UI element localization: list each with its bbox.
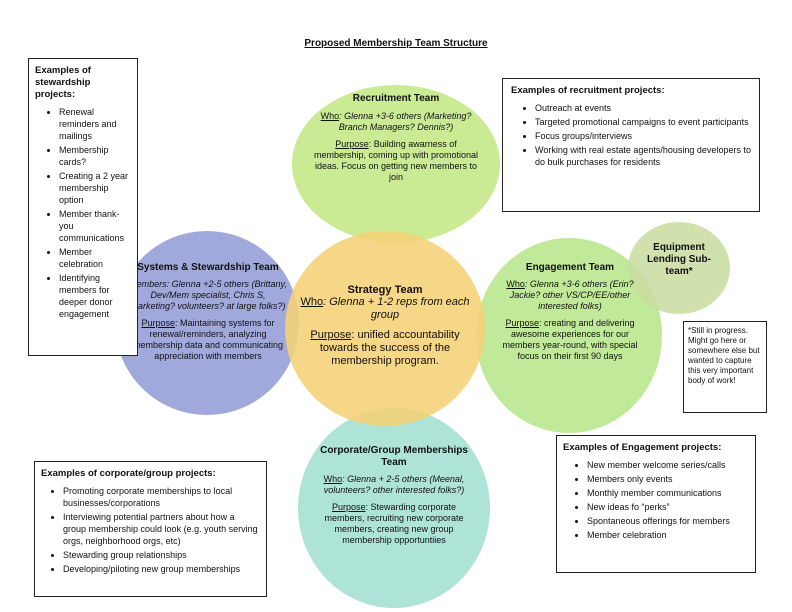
recruitment-who-text: : Glenna +3-6 others (Marketing? Branch … — [338, 111, 472, 132]
strategy-team-text: Strategy Team Who: Glenna + 1-2 reps fro… — [300, 284, 470, 368]
strategy-who-label: Who — [300, 296, 324, 308]
list-item: Developing/piloting new group membership… — [63, 563, 260, 575]
list-item: Promoting corporate memberships to local… — [63, 485, 260, 509]
corporate-purpose-label: Purpose — [331, 502, 366, 512]
corporate-who-label: Who — [323, 474, 343, 484]
recruitment-team-circle — [292, 85, 500, 243]
list-item: Membership cards? — [59, 144, 131, 168]
systems-purpose-label: Purpose — [141, 318, 175, 328]
corporate-purpose-text: : Stewarding corporate members, recruiti… — [324, 502, 464, 545]
page-title: Proposed Membership Team Structure — [304, 38, 488, 49]
list-item: Renewal reminders and mailings — [59, 106, 131, 142]
list-item: Spontaneous offerings for members — [587, 515, 749, 527]
stewardship-projects-list: Renewal reminders and mailings Membershi… — [35, 106, 131, 320]
recruitment-team-text: Recruitment Team Who: Glenna +3-6 others… — [312, 93, 480, 183]
corporate-team-text: Corporate/Group Memberships Team Who: Gl… — [316, 445, 472, 546]
strategy-team-circle — [285, 231, 485, 426]
strategy-purpose-label: Purpose — [310, 329, 352, 341]
engagement-projects-heading: Examples of Engagement projects: — [563, 442, 722, 453]
list-item: Creating a 2 year membership option — [59, 170, 131, 206]
recruitment-team-title: Recruitment Team — [352, 93, 440, 104]
stewardship-projects-heading: Examples of stewardship projects: — [35, 65, 91, 100]
list-item: New ideas fo “perks” — [587, 501, 749, 513]
systems-team-circle — [115, 231, 299, 415]
list-item: Identifying members for deeper donor eng… — [59, 272, 131, 320]
list-item: Outreach at events — [535, 102, 751, 114]
corporate-team-title: Corporate/Group Memberships Team — [320, 445, 468, 468]
strategy-purpose-text: : unified accountability towards the suc… — [319, 329, 460, 367]
systems-purpose-text: : Maintaining systems for renewal/remind… — [132, 318, 284, 361]
list-item: Working with real estate agents/housing … — [535, 144, 751, 168]
engagement-team-title: Engagement Team — [525, 262, 615, 273]
equipment-team-circle — [628, 222, 730, 314]
engagement-team-text: Engagement Team Who: Glenna +3-6 others … — [494, 262, 646, 362]
strategy-who-text: : Glenna + 1-2 reps from each group — [323, 296, 470, 321]
systems-members-text: Members: Glenna +2-5 others (Brittany, D… — [129, 279, 287, 311]
recruitment-projects-list: Outreach at events Targeted promotional … — [511, 102, 751, 168]
systems-team-text: Systems & Stewardship Team Members: Glen… — [128, 262, 288, 362]
recruitment-purpose-label: Purpose — [335, 139, 369, 149]
corporate-who-text: : Glenna + 2-5 others (Meenal, volunteer… — [323, 474, 465, 495]
list-item: Focus groups/interviews — [535, 130, 751, 142]
recruitment-purpose-text: : Building awarness of membership, comin… — [313, 139, 479, 182]
engagement-purpose-text: : creating and delivering awesome experi… — [502, 318, 638, 361]
list-item: Targeted promotional campaigns to event … — [535, 116, 751, 128]
equipment-team-title: Equipment Lending Sub-team* — [647, 242, 711, 277]
engagement-purpose-label: Purpose — [505, 318, 539, 328]
list-item: Member thank-you communications — [59, 208, 131, 244]
corporate-projects-box: Examples of corporate/group projects: Pr… — [34, 461, 267, 597]
recruitment-projects-heading: Examples of recruitment projects: — [511, 85, 665, 96]
list-item: Monthly member communications — [587, 487, 749, 499]
list-item: Member celebration — [59, 246, 131, 270]
list-item: Interviewing potential partners about ho… — [63, 511, 260, 547]
engagement-projects-list: New member welcome series/calls Members … — [563, 459, 749, 541]
engagement-who-text: : Glenna +3-6 others (Erin? Jackie? othe… — [509, 279, 634, 311]
list-item: Stewarding group relationships — [63, 549, 260, 561]
strategy-team-title: Strategy Team — [347, 284, 423, 296]
recruitment-projects-box: Examples of recruitment projects: Outrea… — [502, 78, 760, 212]
stewardship-projects-box: Examples of stewardship projects: Renewa… — [28, 58, 138, 356]
note-text: *Still in progress. Might go here or som… — [688, 326, 760, 385]
list-item: Member celebration — [587, 529, 749, 541]
list-item: New member welcome series/calls — [587, 459, 749, 471]
corporate-team-circle — [298, 408, 490, 608]
list-item: Members only events — [587, 473, 749, 485]
note-box: *Still in progress. Might go here or som… — [683, 321, 767, 413]
corporate-projects-list: Promoting corporate memberships to local… — [41, 485, 260, 575]
engagement-projects-box: Examples of Engagement projects: New mem… — [556, 435, 756, 573]
corporate-projects-heading: Examples of corporate/group projects: — [41, 468, 216, 479]
recruitment-who-label: Who — [320, 111, 340, 121]
systems-team-title: Systems & Stewardship Team — [137, 262, 279, 273]
engagement-who-label: Who — [506, 279, 525, 289]
